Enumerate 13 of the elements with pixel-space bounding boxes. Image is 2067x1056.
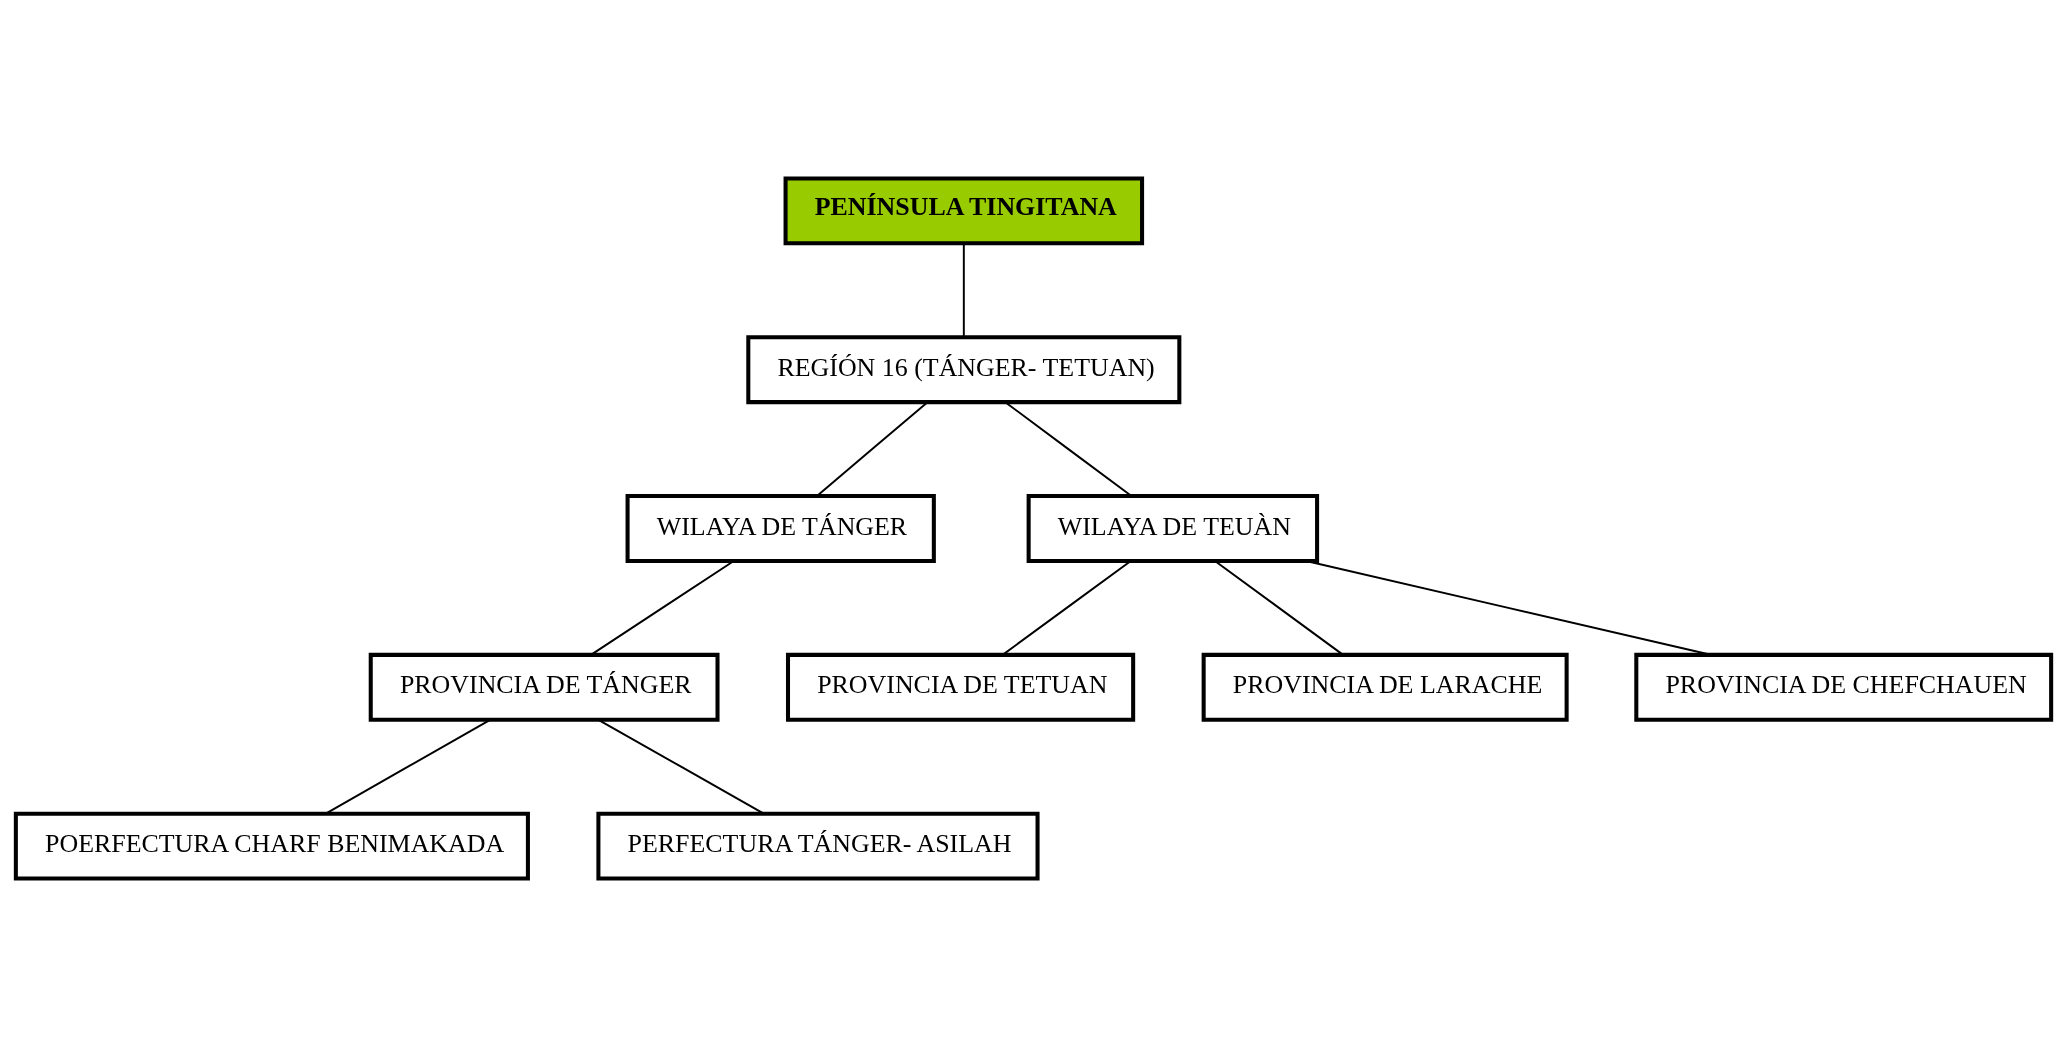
node-box: PROVINCIA DE TETUAN (785, 652, 1136, 722)
connector (325, 718, 491, 814)
node-box: PENÍNSULA TINGITANA (783, 175, 1145, 245)
node-box: WILAYA DE TEUÀN (1026, 493, 1320, 563)
node-box: PROVINCIA DE LARACHE (1201, 652, 1569, 722)
connector (597, 718, 765, 814)
node-box: WILAYA DE TÁNGER (625, 493, 936, 563)
connector (962, 242, 965, 338)
node-box: PROVINCIA DE CHEFCHAUEN (1634, 652, 2054, 722)
node-box: POERFECTURA CHARF BENIMAKADA (13, 811, 530, 881)
node-box: REGÍÓN 16 (TÁNGER- TETUAN) (746, 334, 1182, 404)
node-box: PERFECTURA TÁNGER- ASILAH (596, 811, 1040, 881)
node-box: PROVINCIA DE TÁNGER (368, 652, 720, 722)
